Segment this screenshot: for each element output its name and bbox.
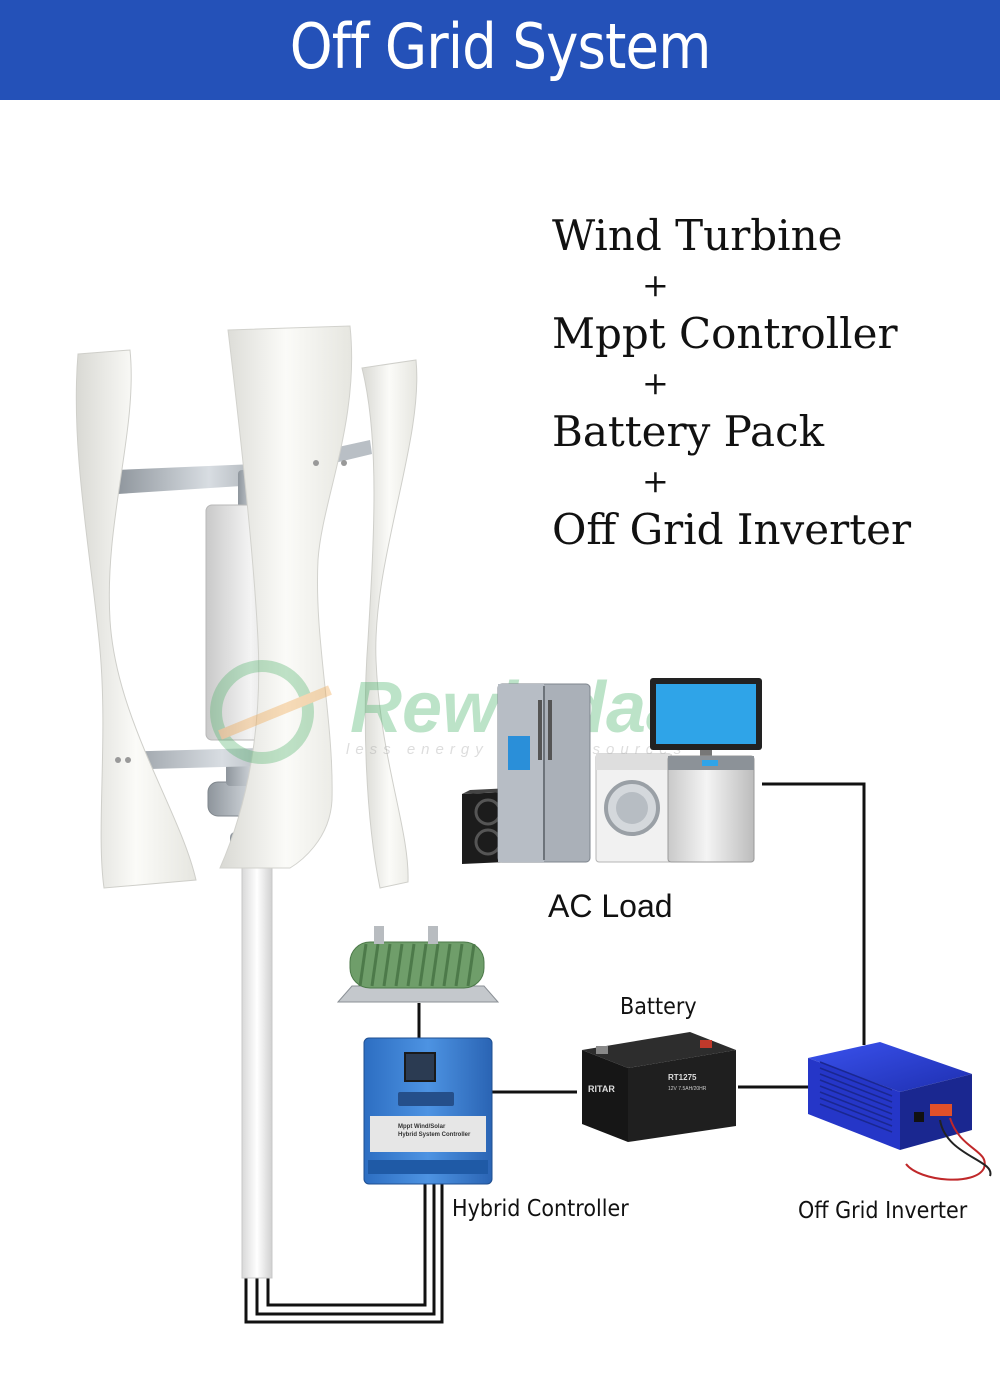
wire-turbine-controller-1 xyxy=(246,1184,442,1322)
battery-model: RT1275 xyxy=(668,1073,697,1082)
wire-turbine-controller-3 xyxy=(268,1184,425,1305)
blade-bolt xyxy=(115,757,121,763)
wire-load-inverter xyxy=(762,784,864,1045)
wiring xyxy=(246,784,864,1322)
resistor-coil xyxy=(350,942,484,988)
battery-device: RITAR RT1275 12V 7.5AH/20HR xyxy=(582,1032,736,1142)
battery-spec: 12V 7.5AH/20HR xyxy=(668,1086,707,1092)
hybrid-controller-device: Mppt Wind/Solar Hybrid System Controller xyxy=(364,1038,492,1184)
hybrid-controller-label: Hybrid Controller xyxy=(452,1196,629,1222)
inverter-device xyxy=(808,1042,990,1180)
battery-brand: RITAR xyxy=(588,1084,615,1094)
controller-label-subtitle: Hybrid System Controller xyxy=(398,1132,471,1138)
inverter-label: Off Grid Inverter xyxy=(798,1198,967,1224)
turbine-pole xyxy=(242,860,272,1278)
controller-buttons xyxy=(398,1092,454,1106)
controller-label-title: Mppt Wind/Solar xyxy=(398,1124,446,1130)
ac-load-label: AC Load xyxy=(548,888,673,925)
dishwasher xyxy=(668,756,754,862)
wire-turbine-controller-2 xyxy=(257,1184,434,1314)
blade-bolt xyxy=(341,460,347,466)
blade-bolt xyxy=(125,757,131,763)
turbine-blade-left xyxy=(76,350,196,888)
blade-bolt xyxy=(313,460,319,466)
battery-label: Battery xyxy=(620,994,697,1020)
dump-load-resistor xyxy=(338,926,498,1002)
turbine-blade-back xyxy=(362,360,417,888)
